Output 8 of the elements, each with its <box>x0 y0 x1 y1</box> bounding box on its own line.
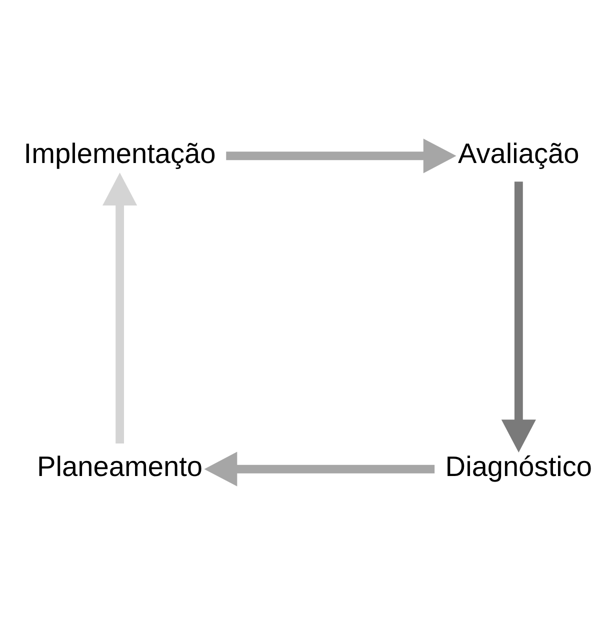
arrow <box>226 138 456 173</box>
node-text: Implementação <box>24 137 216 168</box>
node-text: Planeamento <box>37 450 203 482</box>
arrow <box>204 451 435 486</box>
node-text: Avaliação <box>458 137 580 168</box>
node-text: Diagnóstico <box>445 450 592 482</box>
arrow <box>501 181 536 452</box>
arrow <box>102 172 138 443</box>
